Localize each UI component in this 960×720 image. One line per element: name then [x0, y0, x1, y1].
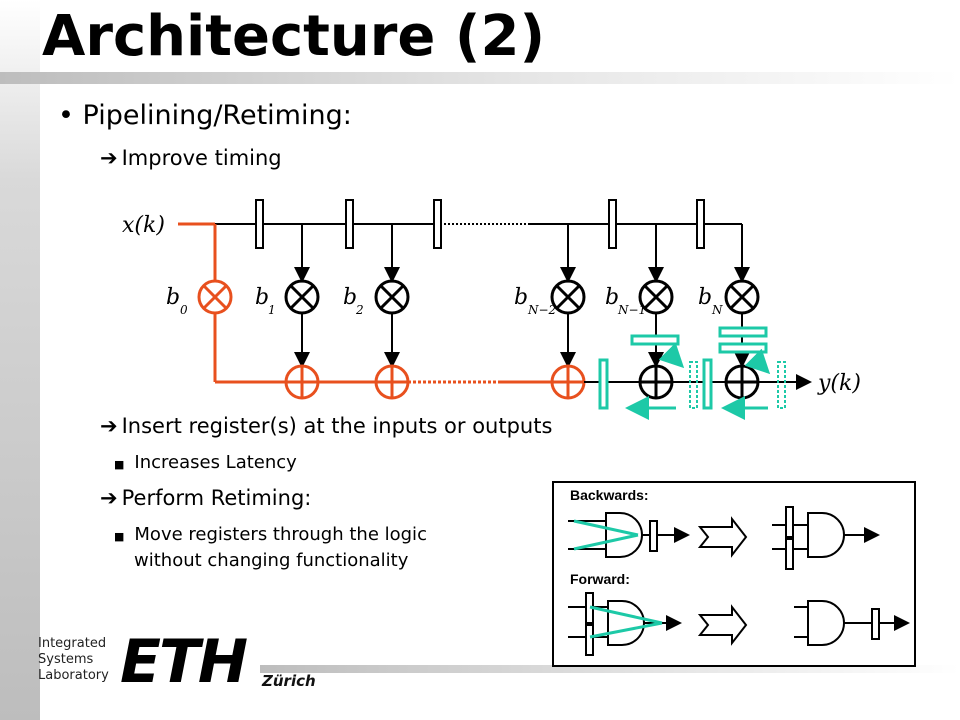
register	[433, 199, 442, 249]
multiplier-icon	[724, 279, 760, 315]
critical-path	[178, 222, 552, 384]
eth-logo: ETH	[120, 632, 249, 688]
register	[630, 334, 680, 346]
bullet-pipelining-label: Pipelining/Retiming:	[82, 100, 352, 131]
slide-title: Architecture (2)	[42, 4, 546, 69]
register	[777, 361, 786, 409]
retiming-gates	[568, 506, 910, 656]
item-insert-registers-label: Insert register(s) at the inputs or outp…	[121, 414, 553, 438]
register	[608, 199, 617, 249]
sub-item-move-registers-label: Move registers through the logic	[134, 524, 427, 545]
and-gate-forward-after	[794, 600, 910, 646]
lab-line: Systems	[38, 652, 94, 667]
footer-band	[260, 665, 960, 673]
tap-lines	[294, 224, 750, 368]
square-bullet-icon: ■	[114, 458, 125, 471]
multipliers	[284, 279, 760, 315]
bullet-pipelining: • Pipelining/Retiming:	[58, 100, 352, 131]
lab-name: Integrated Systems Laboratory	[38, 636, 109, 684]
retime-arrows	[625, 342, 771, 420]
and-gate-forward-before	[568, 592, 682, 656]
output-label: y(k)	[817, 371, 861, 396]
transform-arrow-icon	[697, 516, 748, 558]
lab-line: Integrated	[38, 636, 107, 651]
and-gate-backwards-before	[568, 512, 690, 558]
svg-text:N−2: N−2	[527, 303, 556, 317]
output-adders	[638, 364, 760, 400]
register	[689, 361, 698, 409]
forward-label: Forward:	[570, 571, 630, 587]
multiplier-icon	[284, 279, 320, 315]
right-arrow-icon: ➔	[100, 486, 118, 510]
and-gate-icon	[607, 600, 645, 646]
coefficient-b0: b 0	[166, 285, 188, 317]
coefficient-bN: b N	[698, 285, 723, 317]
coefficient-bN-1: b N−1	[605, 285, 646, 317]
coefficient-labels: b 0 b 1 b 2 b N−2 b N−1 b N	[166, 285, 723, 317]
item-improve-timing-label: Improve timing	[121, 146, 282, 170]
highlighted-nodes	[197, 279, 586, 400]
coefficient-bN-2: b N−2	[514, 285, 556, 317]
svg-text:b: b	[698, 285, 712, 310]
multiplier-icon	[197, 279, 233, 315]
coefficient-b1: b 1	[255, 285, 276, 317]
register	[345, 199, 354, 249]
svg-text:2: 2	[355, 303, 364, 317]
multiplier-icon	[638, 279, 674, 315]
retimed-registers	[598, 326, 768, 410]
city-label: Zürich	[262, 672, 316, 690]
svg-text:N: N	[711, 303, 723, 317]
svg-text:b: b	[343, 285, 357, 310]
register	[702, 358, 713, 410]
backwards-label: Backwards:	[570, 487, 649, 503]
item-perform-retiming: ➔Perform Retiming:	[100, 486, 311, 510]
retime-ghost-registers	[689, 361, 786, 409]
multiplier-icon	[374, 279, 410, 315]
svg-text:b: b	[514, 285, 528, 310]
right-arrow-icon: ➔	[100, 414, 118, 438]
svg-text:ETH: ETH	[120, 632, 247, 688]
item-insert-registers: ➔Insert register(s) at the inputs or out…	[100, 414, 552, 438]
sub-item-latency: ■ Increases Latency	[114, 451, 297, 477]
svg-text:b: b	[166, 285, 180, 310]
transform-arrow-icon	[697, 604, 748, 646]
retime-move-lines	[573, 519, 639, 551]
svg-text:0: 0	[180, 303, 188, 317]
retiming-example-box: Backwards: Forward:	[552, 481, 916, 667]
register	[696, 199, 705, 249]
and-gate-icon	[605, 512, 643, 558]
and-gate-icon	[807, 512, 845, 558]
svg-text:N−1: N−1	[617, 303, 646, 317]
and-gate-icon	[807, 600, 845, 646]
input-label: x(k)	[122, 213, 165, 238]
title-underline-band	[0, 72, 960, 84]
left-gradient-bar	[0, 0, 40, 720]
retime-move-lines	[589, 605, 663, 639]
coefficient-b2: b 2	[343, 285, 364, 317]
multiplier-icon	[550, 279, 586, 315]
item-improve-timing: ➔Improve timing	[100, 146, 282, 170]
register	[718, 326, 768, 338]
svg-text:b: b	[255, 285, 269, 310]
bullet-dot-icon: •	[58, 100, 74, 131]
register	[718, 342, 768, 354]
svg-text:1: 1	[268, 303, 276, 317]
and-gate-backwards-after	[772, 506, 880, 570]
sub-item-move-registers: ■ Move registers through the logic withou…	[114, 523, 427, 573]
square-bullet-icon: ■	[114, 530, 125, 543]
register	[255, 199, 264, 249]
item-perform-retiming-label: Perform Retiming:	[121, 486, 312, 510]
right-arrow-icon: ➔	[100, 146, 118, 170]
register	[598, 358, 609, 410]
lab-line: Laboratory	[38, 668, 109, 683]
svg-text:b: b	[605, 285, 619, 310]
sub-item-latency-label: Increases Latency	[134, 452, 297, 473]
delay-registers	[255, 199, 705, 249]
sub-item-functionality-label: without changing functionality	[134, 550, 409, 571]
